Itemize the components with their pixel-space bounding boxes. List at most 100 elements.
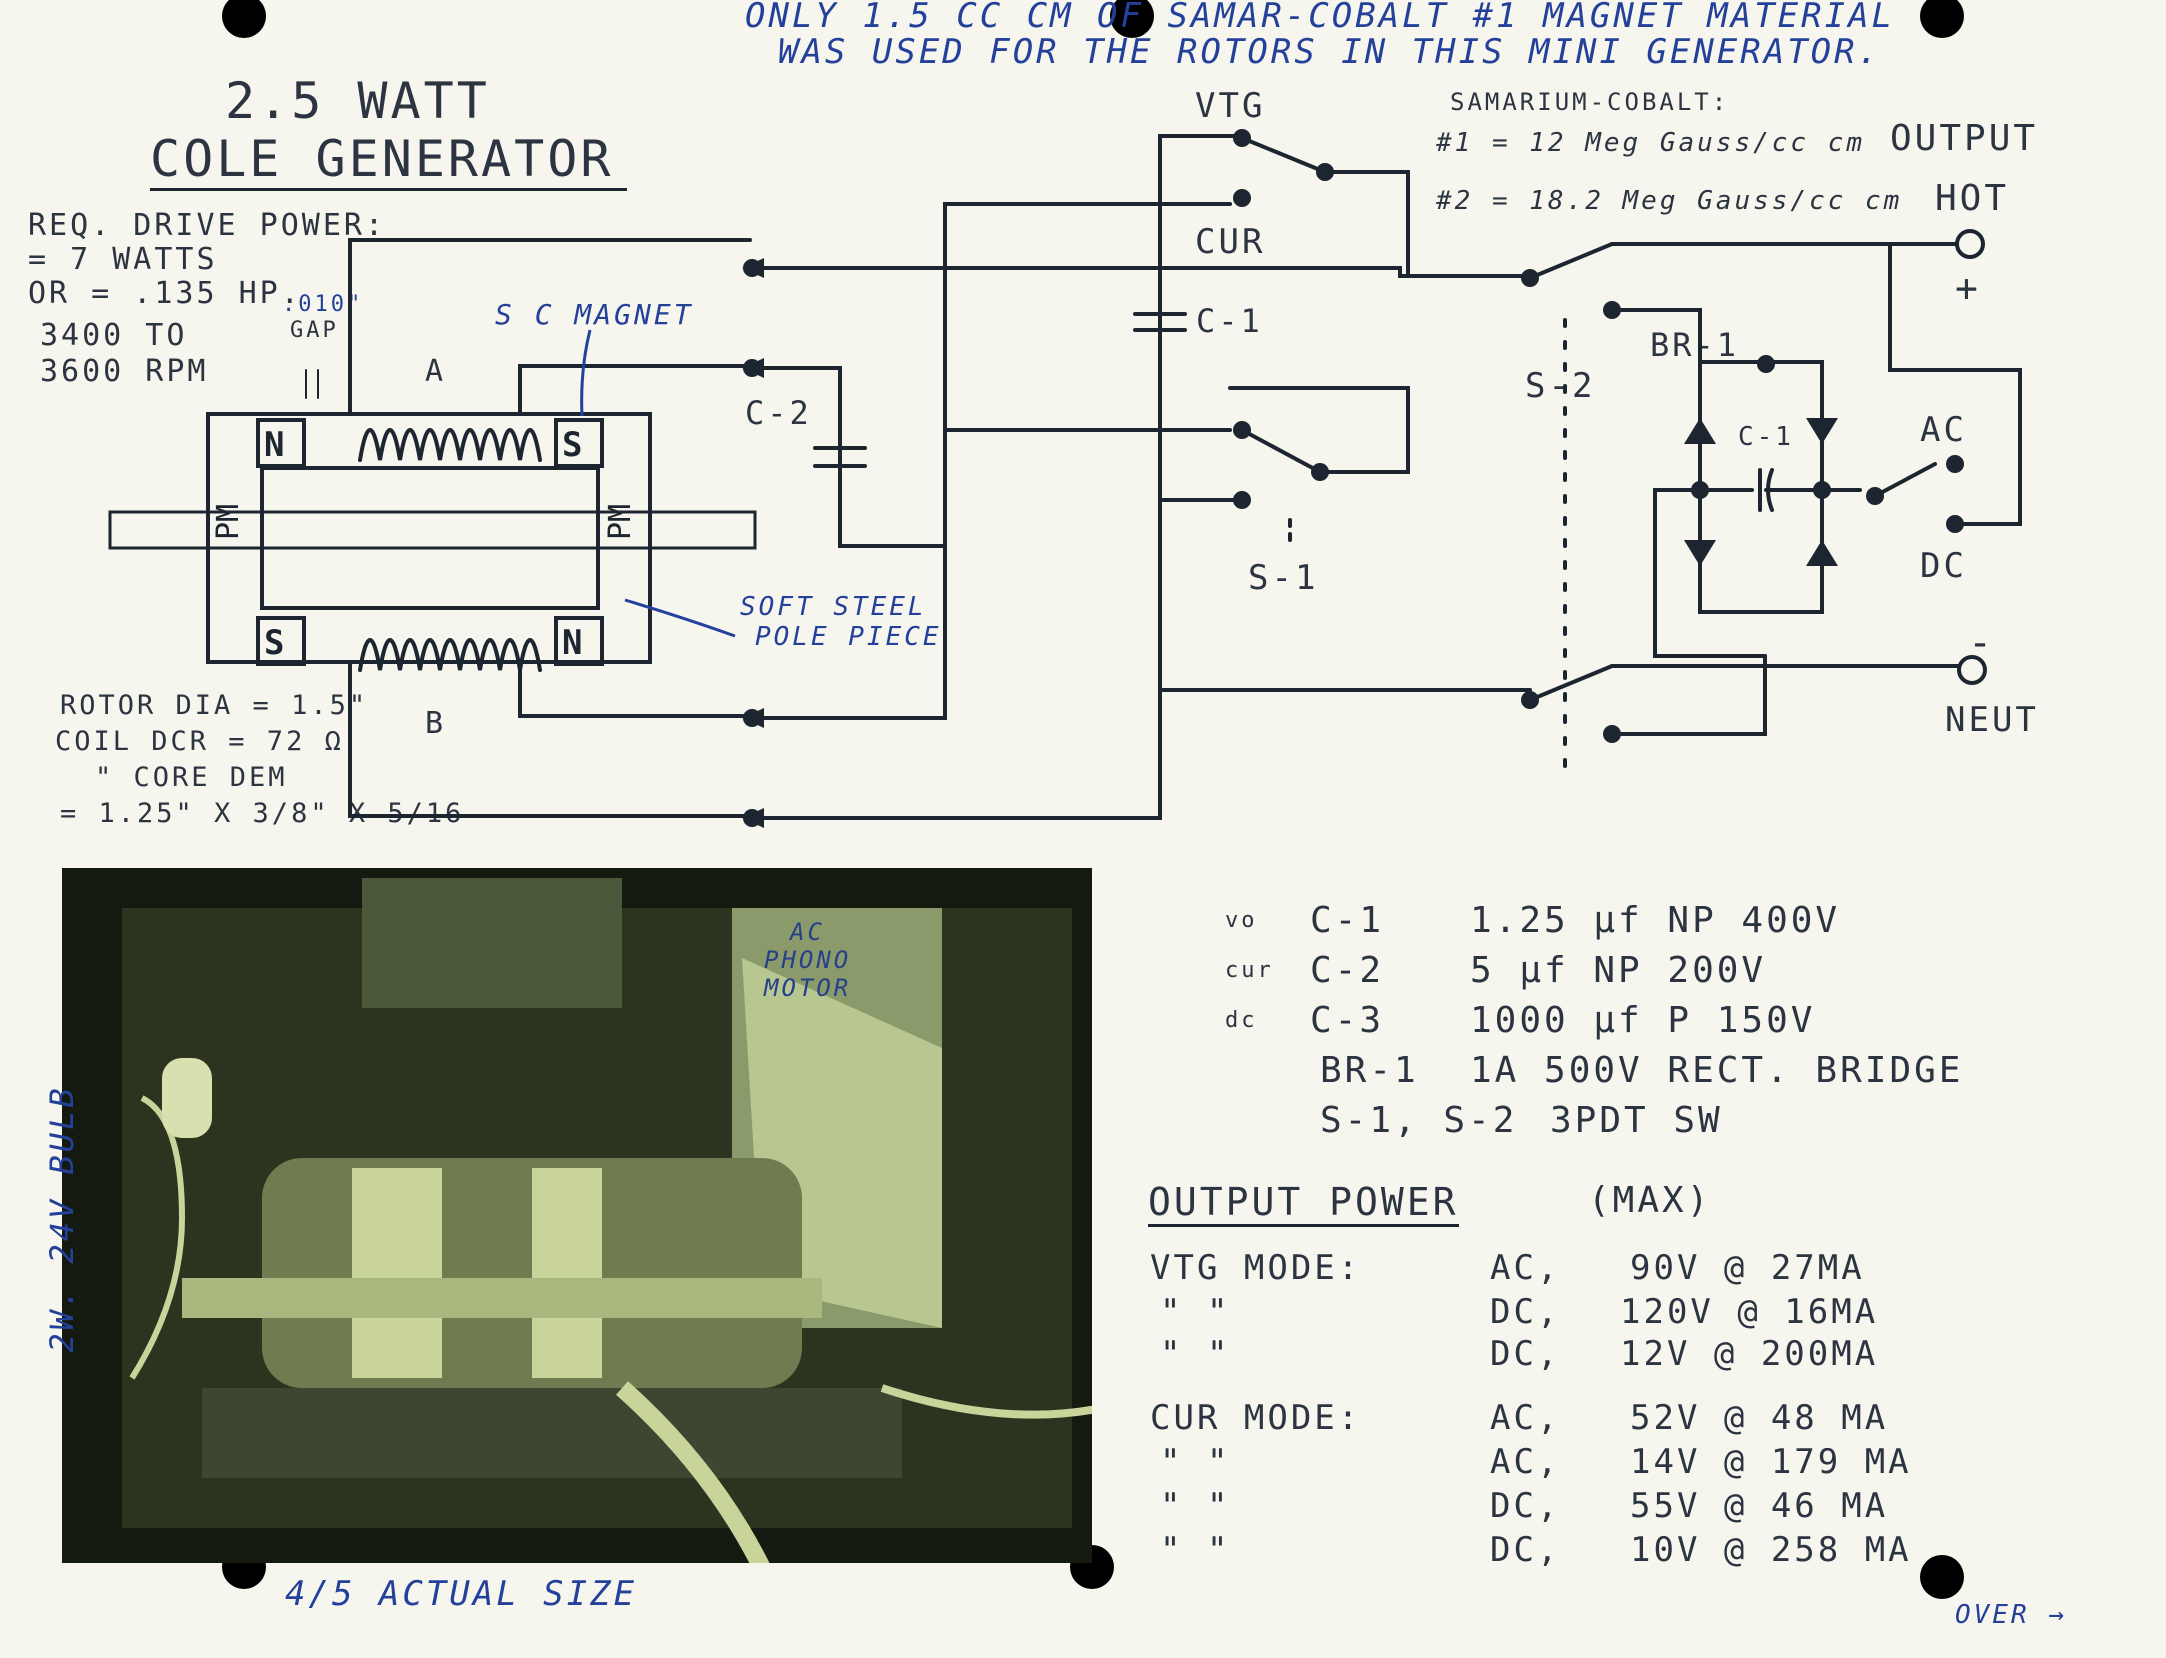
motor-label-line1: AC (790, 918, 825, 946)
coil-a-label: A (425, 354, 447, 389)
power-type: DC, (1490, 1530, 1561, 1570)
pm-left: PM (211, 504, 246, 540)
part-value: 1000 μf P 150V (1470, 1000, 1816, 1041)
pole-s-left: S (264, 623, 284, 663)
part-name: C-3 (1310, 1000, 1385, 1041)
samarium-line1: SAMARIUM-COBALT: (1450, 88, 1730, 116)
left-magnet-n (256, 418, 306, 468)
part-value: 5 μf NP 200V (1470, 950, 1767, 991)
power-mode: VTG MODE: (1150, 1248, 1362, 1288)
power-type: DC, (1490, 1292, 1561, 1332)
part-name: C-2 (1310, 950, 1385, 991)
part-value: 1A 500V RECT. BRIDGE (1470, 1050, 1964, 1091)
pole-n-right: N (562, 623, 582, 663)
power-type: DC, (1490, 1334, 1561, 1374)
power-value: 12V @ 200MA (1620, 1334, 1879, 1374)
wire-lead-1 (348, 238, 752, 414)
photo-caption: 4/5 ACTUAL SIZE (285, 1574, 638, 1614)
coil-a (358, 428, 542, 462)
rotor-shaft (108, 510, 757, 550)
part-value: 1.25 μf NP 400V (1470, 900, 1841, 941)
part-name: BR-1 (1320, 1050, 1419, 1091)
wire-lead-4 (348, 662, 752, 818)
dc-label: DC (1920, 546, 1967, 586)
generator-photo (62, 868, 1092, 1563)
coil-b (358, 638, 542, 672)
power-mode: " " (1160, 1486, 1231, 1526)
title-line1: 2.5 WATT (225, 72, 490, 130)
top-note-line1: ONLY 1.5 CC CM OF SAMAR-COBALT #1 MAGNET… (745, 0, 1896, 36)
power-type: AC, (1490, 1398, 1561, 1438)
c2-label: C-2 (745, 394, 812, 432)
title-line2: COLE GENERATOR (150, 130, 628, 191)
motor-label-line3: MOTOR (764, 974, 852, 1002)
gap-value: .010" (282, 292, 364, 317)
c1-label: C-1 (1196, 302, 1263, 340)
binder-hole (1920, 1555, 1964, 1599)
power-value: 52V @ 48 MA (1630, 1398, 1889, 1438)
top-note-line2: WAS USED FOR THE ROTORS IN THIS MINI GEN… (778, 32, 1882, 72)
power-type: DC, (1490, 1486, 1561, 1526)
bus-lower (758, 134, 1240, 820)
rotor-spec-line2: COIL DCR = 72 Ω (55, 726, 344, 757)
rotor-spec-line1: ROTOR DIA = 1.5" (60, 690, 369, 721)
left-magnet-s (256, 616, 306, 666)
drive-power-line4: 3400 TO (40, 318, 188, 353)
stator-inner (260, 466, 600, 610)
power-value: 10V @ 258 MA (1630, 1530, 1912, 1570)
wire-lead-2 (518, 364, 752, 414)
s2-label: S-2 (1525, 366, 1596, 406)
binder-hole (1920, 0, 1964, 38)
drive-power-line1: REQ. DRIVE POWER: (28, 208, 387, 243)
power-mode: CUR MODE: (1150, 1398, 1362, 1438)
soft-steel-line1: SOFT STEEL (740, 592, 927, 622)
motor-label-line2: PHONO (764, 946, 852, 974)
sc-magnet-label: S C MAGNET (495, 298, 694, 331)
part-prefix: dc (1225, 1008, 1258, 1033)
vtg-label: VTG (1195, 86, 1266, 126)
power-type: AC, (1490, 1442, 1561, 1482)
bulb-label: 2W. 24V BULB (43, 1085, 81, 1353)
part-value: 3PDT SW (1550, 1100, 1723, 1141)
gap-label: GAP (290, 318, 339, 343)
wire-lead-3 (518, 662, 752, 718)
power-heading-suffix: (MAX) (1588, 1180, 1712, 1221)
part-prefix: vo (1225, 908, 1258, 933)
rotor-spec-line3: " CORE DEM (95, 762, 288, 793)
samarium-line2: #1 = 12 Meg Gauss/cc cm (1436, 128, 1866, 158)
power-value: 90V @ 27MA (1630, 1248, 1865, 1288)
right-magnet-s (554, 418, 604, 468)
ac-label: AC (1920, 410, 1967, 450)
power-mode: " " (1160, 1334, 1231, 1374)
bus-top (758, 266, 1532, 278)
stator-frame (206, 412, 652, 664)
cur-label: CUR (1195, 222, 1266, 262)
drive-power-line3: OR = .135 HP. (28, 276, 302, 311)
power-value: 55V @ 46 MA (1630, 1486, 1889, 1526)
hot-label: HOT (1935, 178, 2010, 219)
power-mode: " " (1160, 1292, 1231, 1332)
part-name: S-1, S-2 (1320, 1100, 1518, 1141)
samarium-line3: #2 = 18.2 Meg Gauss/cc cm (1436, 186, 1903, 216)
drive-power-line5: 3600 RPM (40, 354, 209, 389)
pm-right: PM (603, 504, 638, 540)
power-heading: OUTPUT POWER (1148, 1180, 1459, 1227)
drive-power-line2: = 7 WATTS (28, 242, 218, 277)
pole-n-left: N (264, 425, 284, 465)
power-type: AC, (1490, 1248, 1561, 1288)
coil-b-label: B (425, 706, 447, 741)
power-mode: " " (1160, 1530, 1231, 1570)
binder-hole (1110, 0, 1154, 38)
output-label: OUTPUT (1890, 118, 2039, 159)
part-prefix: cur (1225, 958, 1274, 983)
br1-label: BR-1 (1650, 326, 1740, 364)
right-magnet-n (554, 616, 604, 666)
rotor-spec-line4: = 1.25" X 3/8" X 5/16 (60, 798, 465, 829)
part-name: C-1 (1310, 900, 1385, 941)
power-mode: " " (1160, 1442, 1231, 1482)
over-arrow: OVER → (1955, 1600, 2067, 1630)
power-value: 14V @ 179 MA (1630, 1442, 1912, 1482)
pole-s-right: S (562, 425, 582, 465)
plus-label: + (1955, 266, 1981, 310)
